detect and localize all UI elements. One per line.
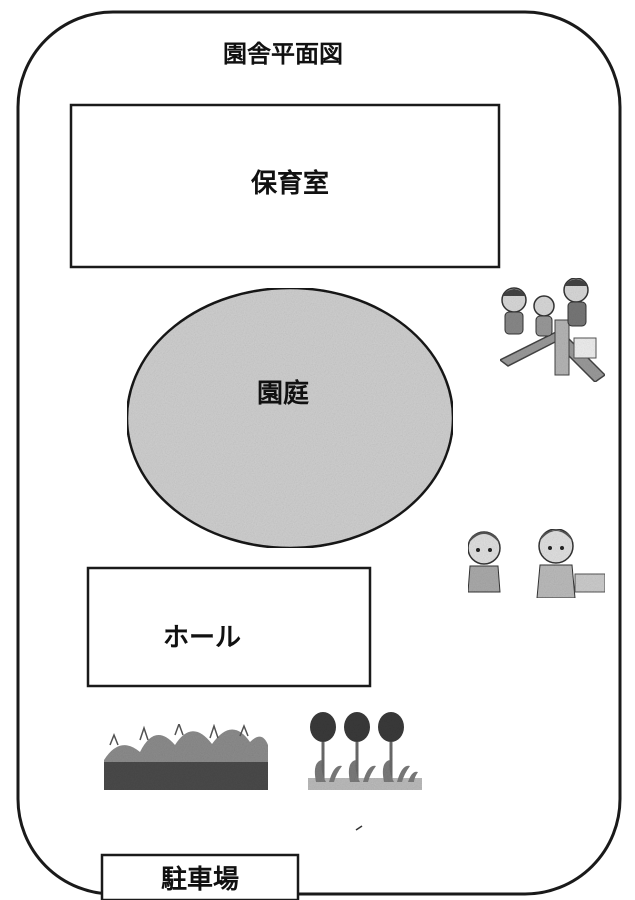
- hall-room-label: ホール: [163, 623, 241, 653]
- tulips-illustration: [308, 712, 422, 790]
- premises-boundary: [16, 10, 622, 896]
- children-sandbox-illustration: [467, 528, 606, 599]
- nursery-room-label: 保育室: [250, 168, 329, 199]
- children-slide-illustration: [498, 277, 607, 383]
- grass-illustration: [104, 721, 268, 790]
- garden-label: 園庭: [257, 378, 309, 409]
- hall-room: [86, 566, 372, 688]
- parking-label: 駐車場: [161, 865, 239, 895]
- parking-area: [100, 853, 300, 900]
- nursery-room: [69, 103, 501, 269]
- page-title: 園舎平面図: [223, 40, 343, 68]
- stray-mark: [355, 825, 363, 831]
- garden: [125, 286, 455, 550]
